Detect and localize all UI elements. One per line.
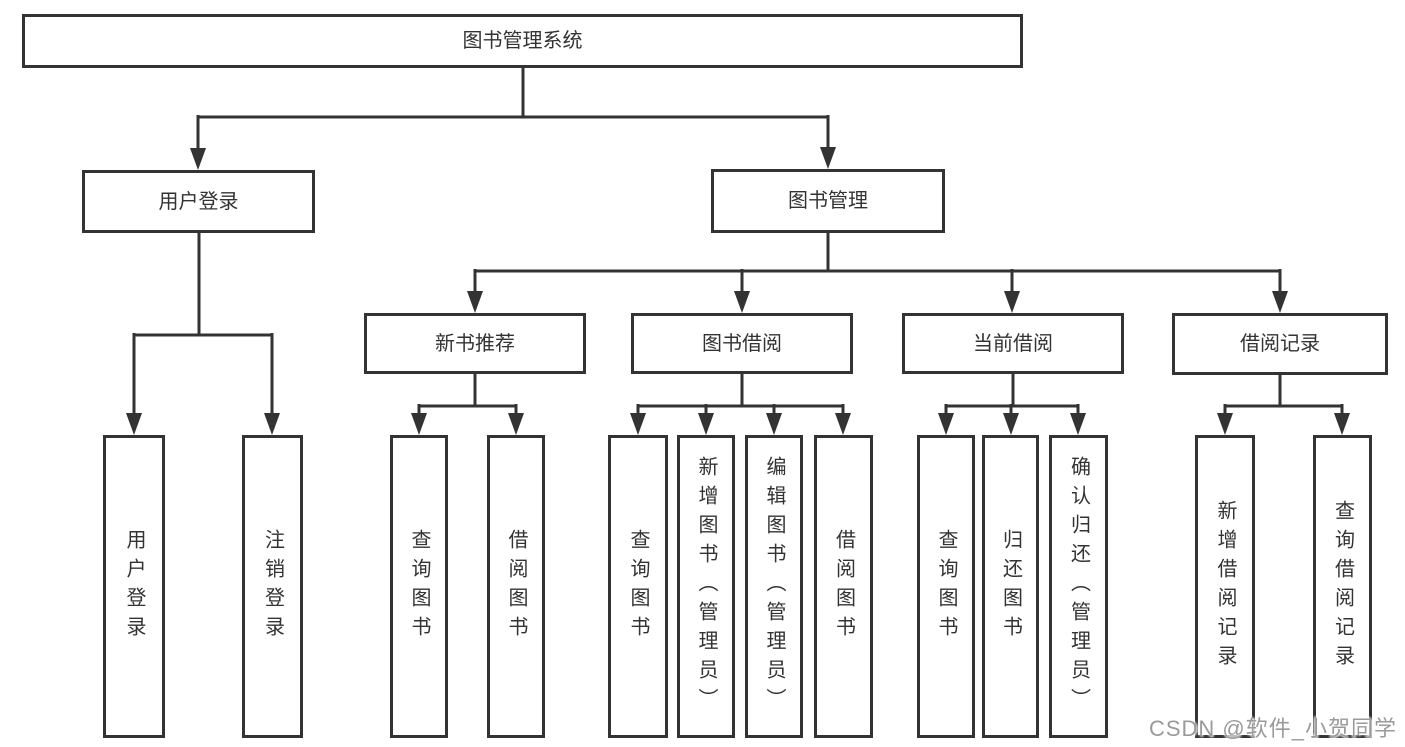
node-borrow-records: 借阅记录: [1172, 313, 1388, 375]
node-user-login-leaf: 用户登录: [103, 435, 165, 738]
node-query-books-recommend: 查询图书: [390, 435, 448, 738]
node-library-management-system: 图书管理系统: [22, 14, 1023, 68]
node-logout-leaf: 注销登录: [242, 435, 303, 738]
node-confirm-return-admin: 确认归还（管理员）: [1049, 435, 1108, 738]
node-query-borrow-record: 查询借阅记录: [1313, 435, 1372, 738]
node-current-borrow: 当前借阅: [902, 313, 1124, 374]
node-return-book: 归还图书: [982, 435, 1039, 738]
node-borrow-books-leaf: 借阅图书: [814, 435, 873, 738]
node-borrow-books-recommend: 借阅图书: [487, 435, 545, 738]
node-query-books-current: 查询图书: [917, 435, 975, 738]
node-add-book-admin: 新增图书（管理员）: [677, 435, 735, 738]
node-book-management-branch: 图书管理: [711, 169, 945, 233]
arrowheads: [126, 147, 1350, 435]
node-new-book-recommend: 新书推荐: [364, 313, 586, 374]
node-book-borrow: 图书借阅: [631, 313, 853, 374]
node-add-borrow-record: 新增借阅记录: [1195, 435, 1255, 738]
node-user-login-branch: 用户登录: [82, 170, 315, 233]
csdn-watermark: CSDN @软件_小贺同学: [1148, 716, 1397, 741]
node-query-books-borrow: 查询图书: [608, 435, 668, 738]
node-edit-book-admin: 编辑图书（管理员）: [745, 435, 803, 738]
